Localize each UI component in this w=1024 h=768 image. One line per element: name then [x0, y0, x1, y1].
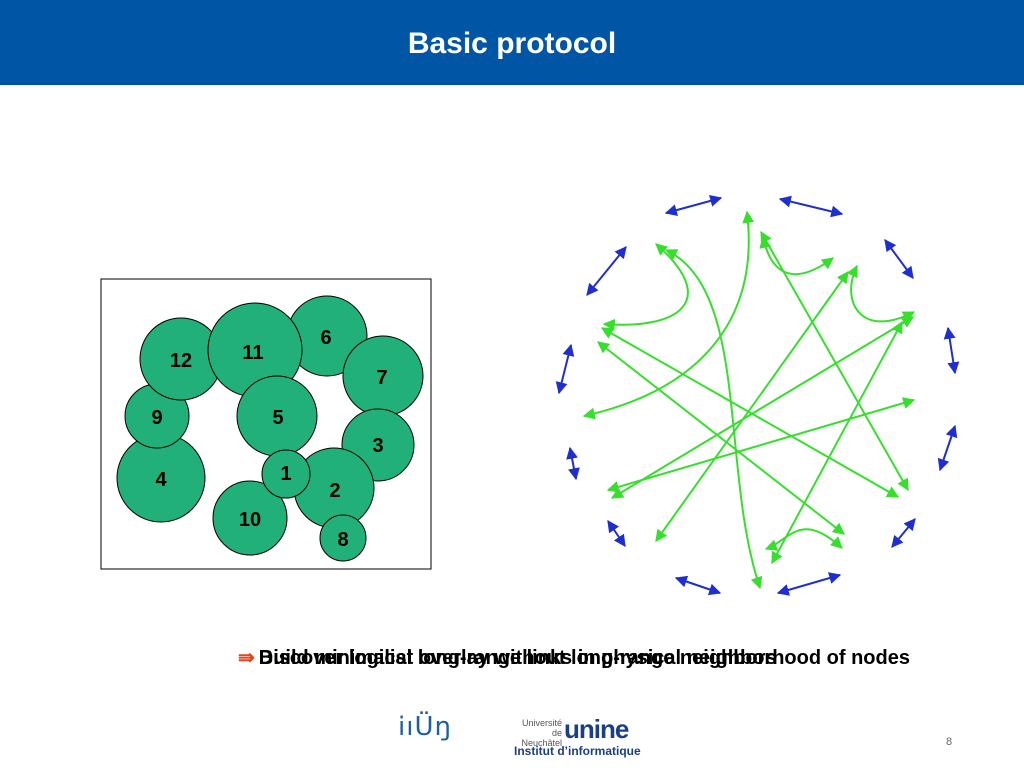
ring-link-9	[607, 520, 626, 547]
node-label-6: 6	[320, 327, 331, 349]
unine-logo-wordmark: unine	[564, 714, 629, 744]
ring-link-8	[674, 575, 722, 596]
ring-link-10	[566, 446, 580, 481]
node-10	[212, 480, 288, 556]
long-link-1	[582, 210, 755, 420]
ring-link-7	[776, 572, 842, 596]
unine-logo-university: Université de Neuchâtel	[521, 718, 562, 748]
node-label-8: 8	[337, 529, 348, 551]
ring-link-2	[778, 195, 844, 218]
node-circles	[116, 295, 424, 562]
node-label-10: 10	[239, 509, 261, 531]
unine-logo: Université de Neuchâtel unine Institut d…	[514, 714, 654, 760]
long-link-10	[606, 397, 916, 493]
bullet-discover-text: Discover logical long-range links in phy…	[258, 647, 910, 669]
ring-link-5	[937, 424, 958, 472]
node-label-12: 12	[170, 350, 192, 372]
title-bar	[0, 0, 1024, 85]
long-range-links	[582, 210, 916, 590]
page-number: 8	[946, 736, 953, 748]
long-link-6	[764, 528, 843, 551]
node-label-4: 4	[155, 469, 167, 491]
ring-link-1	[664, 195, 723, 216]
long-link-2	[664, 249, 763, 590]
bullet-arrow-icon: ⇛	[238, 647, 255, 669]
long-link-13	[771, 320, 903, 565]
ring-link-11	[555, 343, 575, 395]
institut-label: Institut d’informatique	[514, 744, 641, 758]
slide-title: Basic protocol	[407, 27, 617, 60]
long-link-9	[597, 341, 845, 535]
node-label-5: 5	[272, 407, 283, 429]
long-link-12	[655, 271, 849, 542]
node-label-3: 3	[372, 435, 383, 457]
iiun-logo: iıÜŋ	[398, 712, 452, 742]
ring-link-6	[891, 518, 916, 548]
ring-link-12	[586, 246, 627, 296]
node-label-2: 2	[329, 480, 340, 502]
bullet-build: ⇛Build minimalist overlay without long-r…	[238, 646, 938, 670]
node-label-9: 9	[151, 407, 162, 429]
node-label-1: 1	[280, 463, 291, 485]
bullet-build-text: Build minimalist overlay without long-ra…	[258, 647, 777, 669]
node-label-11: 11	[242, 342, 263, 364]
node-1	[261, 449, 311, 499]
node-label-7: 7	[376, 367, 387, 389]
bullet-discover: ⇛Discover logical long-range links in ph…	[238, 646, 938, 670]
node-8	[319, 514, 367, 562]
long-link-7	[760, 230, 909, 492]
ring-link-3	[884, 239, 914, 279]
short-range-links	[555, 195, 960, 596]
ring-link-4	[943, 326, 960, 375]
long-link-4	[846, 264, 916, 323]
